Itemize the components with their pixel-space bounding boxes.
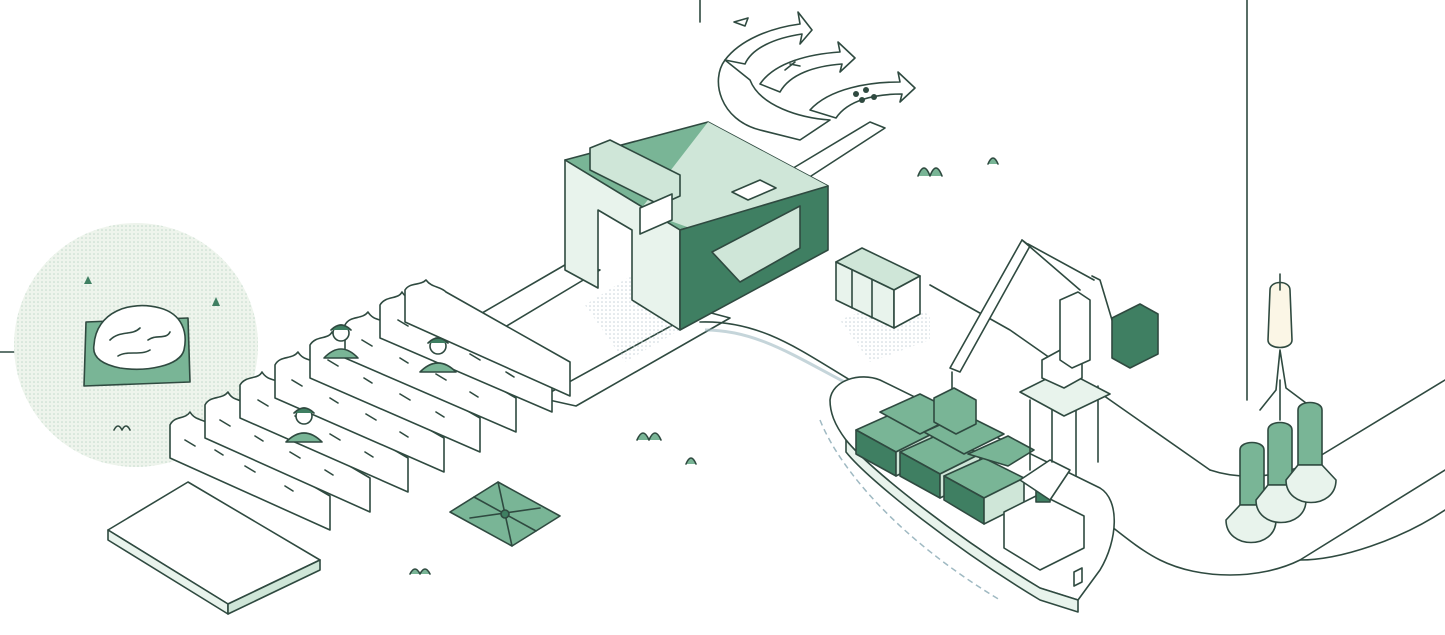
plant-icon bbox=[686, 458, 696, 464]
plant-icon bbox=[410, 569, 430, 574]
plant-icon bbox=[637, 433, 661, 440]
cotton-bale bbox=[836, 248, 930, 362]
fiber-output-arrows bbox=[718, 12, 915, 140]
arrow-icon bbox=[725, 12, 812, 64]
plant-icon bbox=[988, 158, 998, 164]
cotton-bundle bbox=[450, 482, 560, 546]
cotton-roll-icon bbox=[1268, 283, 1292, 348]
arrow-icon bbox=[810, 72, 915, 118]
spinning-machines bbox=[1226, 274, 1336, 543]
arrow-icon bbox=[760, 42, 855, 92]
plant-icon bbox=[918, 168, 942, 176]
